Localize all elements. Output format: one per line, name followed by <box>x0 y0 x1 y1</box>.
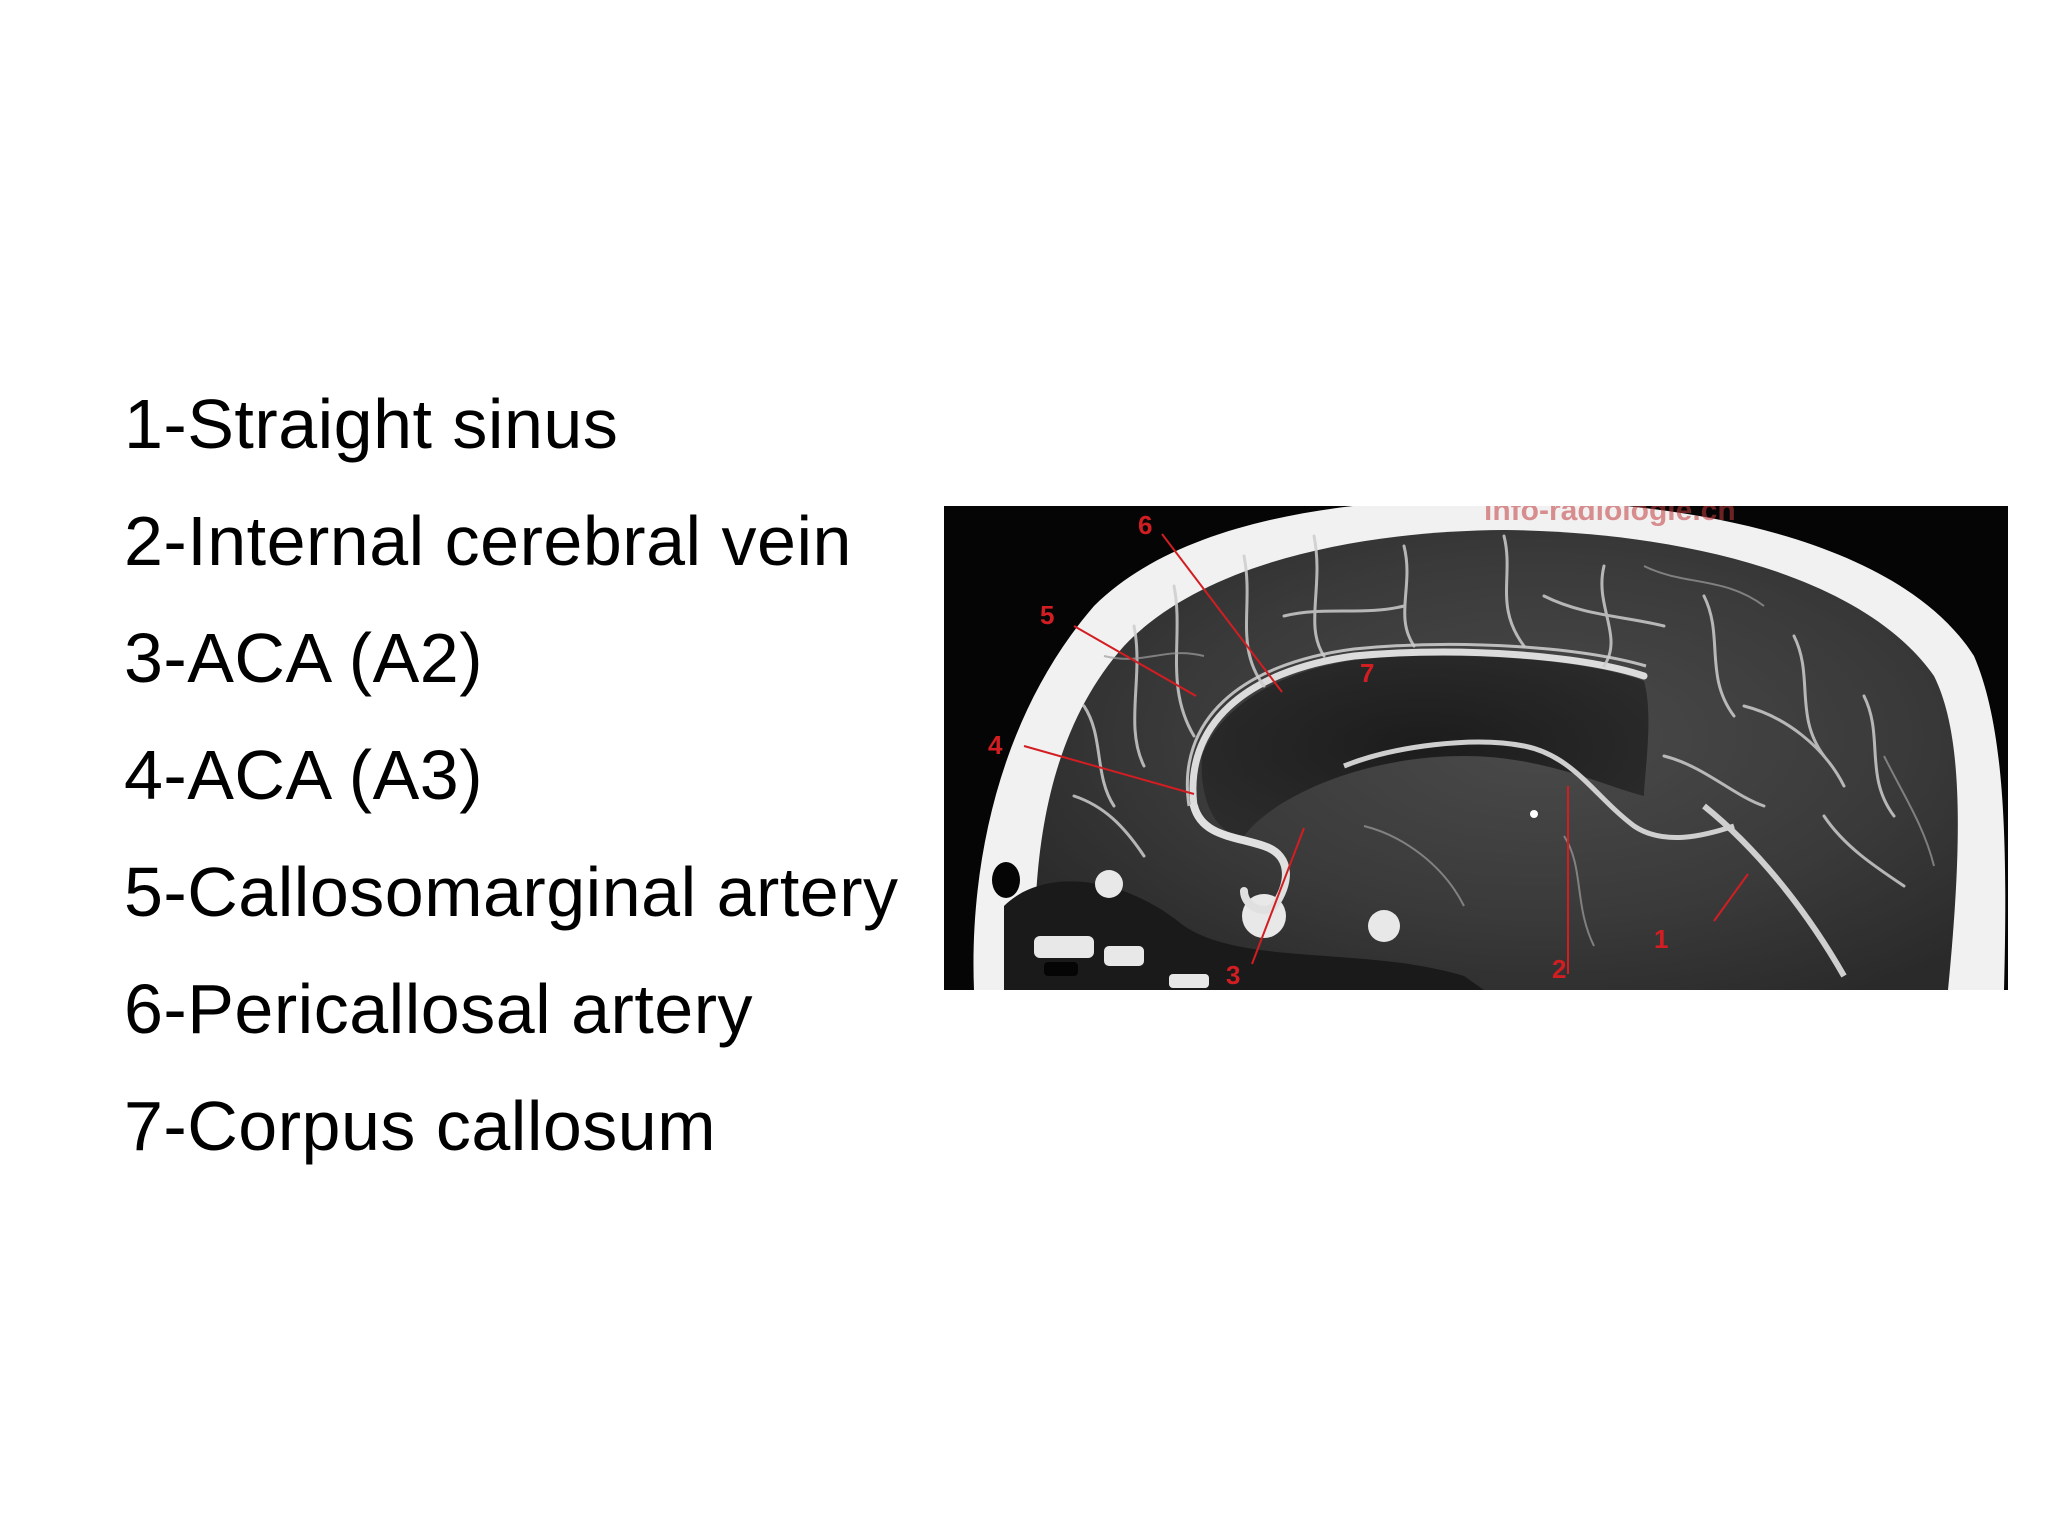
leader-line-1 <box>1713 873 1749 922</box>
legend-item-corpus-callosum: 7-Corpus callosum <box>124 1087 717 1165</box>
legend-item-pericallosal-artery: 6-Pericallosal artery <box>124 970 754 1048</box>
legend-item-straight-sinus: 1-Straight sinus <box>124 385 619 463</box>
watermark-text: info-radiologie.ch <box>1484 506 1736 527</box>
marker-4: 4 <box>988 730 1003 760</box>
legend-item-internal-cerebral-vein: 2-Internal cerebral vein <box>124 502 852 580</box>
aca-a2-path <box>1190 802 1290 914</box>
legend-item-callosomarginal-artery: 5-Callosomarginal artery <box>124 853 899 931</box>
ct-angiography-image: info-radiologie.ch 1 2 3 4 5 6 7 <box>944 506 2008 990</box>
straight-sinus-path <box>1702 803 1847 978</box>
leader-line-6 <box>1161 533 1283 693</box>
marker-7: 7 <box>1360 658 1374 688</box>
brain-parenchyma <box>1034 530 1958 990</box>
marker-3: 3 <box>1226 960 1240 990</box>
legend-item-aca-a3: 4-ACA (A3) <box>124 736 483 814</box>
leader-line-5 <box>1073 625 1197 697</box>
marker-2: 2 <box>1552 954 1566 984</box>
marker-1: 1 <box>1654 924 1668 954</box>
leader-line-4 <box>1023 745 1195 795</box>
marker-5: 5 <box>1040 600 1054 630</box>
ct-angiography-illustration: info-radiologie.ch 1 2 3 4 5 6 7 <box>944 506 2008 990</box>
marker-6: 6 <box>1138 510 1152 540</box>
legend-item-aca-a2: 3-ACA (A2) <box>124 619 483 697</box>
anatomy-legend-list: 1-Straight sinus 2-Internal cerebral vei… <box>124 366 899 1185</box>
internal-cerebral-vein-path <box>1343 739 1735 840</box>
leader-line-3 <box>1251 827 1305 965</box>
annotation-lines <box>1023 533 1749 974</box>
pericallosal-arc <box>1189 648 1648 810</box>
